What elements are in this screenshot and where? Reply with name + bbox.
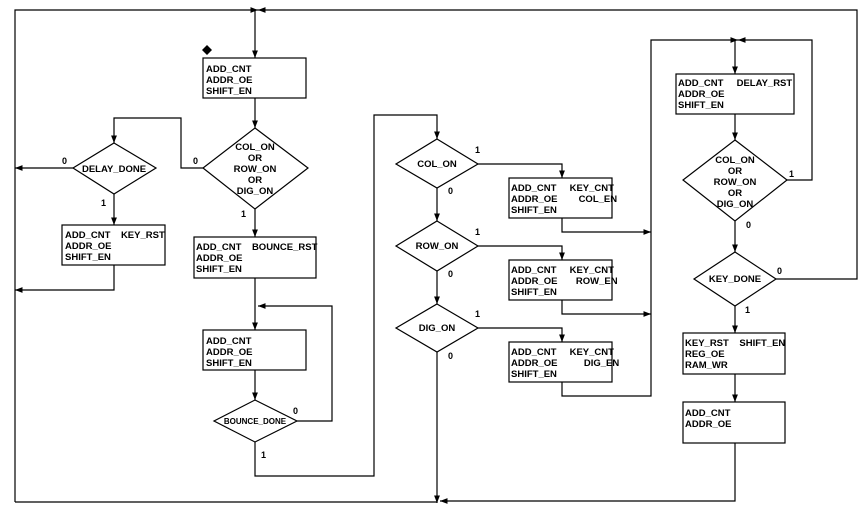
decision-col-or-row-or-dig-2: COL_ON OR ROW_ON OR DIG_ON — [682, 139, 788, 222]
state-line: ADDR_OE — [65, 241, 111, 252]
state-box-s10: ADD_CNT ADDR_OE — [682, 401, 786, 444]
state-line: ADD_CNT — [685, 408, 731, 419]
svg-text:ROW_ON: ROW_ON — [416, 241, 459, 252]
state-line: ADDR_OE — [685, 419, 731, 430]
svg-text:DIG_ON: DIG_ON — [419, 323, 456, 334]
state-box-s5: ADD_CNT KEY_CNT ADDR_OE COL_EN SHIFT_EN — [508, 177, 617, 219]
decision-dig-on: DIG_ON — [394, 303, 480, 353]
state-line: ADD_CNT BOUNCE_RST — [196, 242, 318, 253]
state-line: REG_OE — [685, 349, 725, 360]
state-box-s7: ADD_CNT KEY_CNT ADDR_OE DIG_EN SHIFT_EN — [508, 341, 619, 383]
state-line: ADDR_OE ROW_EN — [511, 276, 618, 287]
branch-label: 1 — [101, 198, 106, 208]
state-line: ADDR_OE — [678, 89, 724, 100]
branch-label: 1 — [475, 227, 480, 237]
branch-label: 1 — [261, 450, 266, 460]
branch-label: 0 — [62, 156, 67, 166]
state-line: ADD_CNT — [206, 336, 252, 347]
svg-text:KEY_DONE: KEY_DONE — [709, 274, 761, 285]
state-line: ADDR_OE COL_EN — [511, 194, 617, 205]
state-line: RAM_WR — [685, 360, 728, 371]
state-box-s4: ADD_CNT ADDR_OE SHIFT_EN — [202, 329, 307, 371]
state-box-s2: ADD_CNT KEY_RST ADDR_OE SHIFT_EN — [61, 224, 166, 266]
svg-text:DELAY_DONE: DELAY_DONE — [82, 164, 146, 175]
state-box-s1: ADD_CNT ADDR_OE SHIFT_EN — [202, 57, 307, 99]
state-line: ADD_CNT KEY_CNT — [511, 183, 614, 194]
branch-label: 0 — [448, 269, 453, 279]
svg-text:OR: OR — [248, 153, 262, 164]
state-box-s8: ADD_CNT DELAY_RST ADDR_OE SHIFT_EN — [675, 73, 795, 115]
state-line: SHIFT_EN — [678, 100, 724, 111]
branch-label: 1 — [475, 145, 480, 155]
connection-wires — [14, 7, 858, 504]
state-line: SHIFT_EN — [511, 369, 557, 380]
decision-delay-done: DELAY_DONE — [71, 142, 158, 195]
state-line: ADD_CNT KEY_CNT — [511, 265, 614, 276]
branch-label: 0 — [746, 220, 751, 230]
state-box-s6: ADD_CNT KEY_CNT ADDR_OE ROW_EN SHIFT_EN — [508, 259, 618, 301]
state-line: ADDR_OE DIG_EN — [511, 358, 619, 369]
state-line: ADD_CNT DELAY_RST — [678, 78, 792, 89]
svg-text:DIG_ON: DIG_ON — [717, 199, 754, 210]
svg-text:ROW_ON: ROW_ON — [234, 164, 277, 175]
svg-text:OR: OR — [728, 188, 742, 199]
branch-label: 1 — [789, 169, 794, 179]
svg-text:COL_ON: COL_ON — [235, 142, 275, 153]
branch-labels: 0 1 0 1 0 1 1 0 1 0 1 0 1 0 0 1 — [62, 145, 794, 460]
state-line: KEY_RST SHIFT_EN — [685, 338, 785, 349]
branch-label: 1 — [745, 305, 750, 315]
state-line: SHIFT_EN — [206, 358, 252, 369]
branch-label: 0 — [448, 351, 453, 361]
decision-row-on: ROW_ON — [394, 220, 480, 272]
branch-label: 0 — [293, 406, 298, 416]
state-line: ADD_CNT KEY_CNT — [511, 347, 614, 358]
decision-bounce-done: BOUNCE_DONE — [212, 399, 299, 443]
state-line: ADDR_OE — [196, 253, 242, 264]
branch-label: 0 — [448, 186, 453, 196]
initial-state-diamond-marker — [202, 45, 212, 55]
state-line: SHIFT_EN — [511, 205, 557, 216]
decision-key-done: KEY_DONE — [692, 251, 778, 307]
svg-text:OR: OR — [728, 166, 742, 177]
decision-col-on: COL_ON — [394, 138, 480, 189]
decision-col-or-row-or-dig: COL_ON OR ROW_ON OR DIG_ON — [202, 127, 309, 210]
state-line: SHIFT_EN — [206, 86, 252, 97]
svg-text:OR: OR — [248, 175, 262, 186]
svg-text:ROW_ON: ROW_ON — [714, 177, 757, 188]
svg-text:BOUNCE_DONE: BOUNCE_DONE — [224, 417, 287, 426]
state-line: SHIFT_EN — [65, 252, 111, 263]
state-box-s3: ADD_CNT BOUNCE_RST ADDR_OE SHIFT_EN — [193, 236, 318, 279]
svg-text:DIG_ON: DIG_ON — [237, 186, 274, 197]
state-line: ADDR_OE — [206, 347, 252, 358]
branch-label: 0 — [193, 156, 198, 166]
state-line: ADD_CNT KEY_RST — [65, 230, 165, 241]
state-box-s9: KEY_RST SHIFT_EN REG_OE RAM_WR — [682, 332, 786, 375]
branch-label: 1 — [241, 209, 246, 219]
branch-label: 1 — [475, 309, 480, 319]
state-line: SHIFT_EN — [196, 264, 242, 275]
state-line: ADD_CNT — [206, 64, 252, 75]
svg-text:COL_ON: COL_ON — [417, 159, 457, 170]
branch-label: 0 — [777, 266, 782, 276]
state-line: ADDR_OE — [206, 75, 252, 86]
state-line: SHIFT_EN — [511, 287, 557, 298]
svg-text:COL_ON: COL_ON — [715, 155, 755, 166]
